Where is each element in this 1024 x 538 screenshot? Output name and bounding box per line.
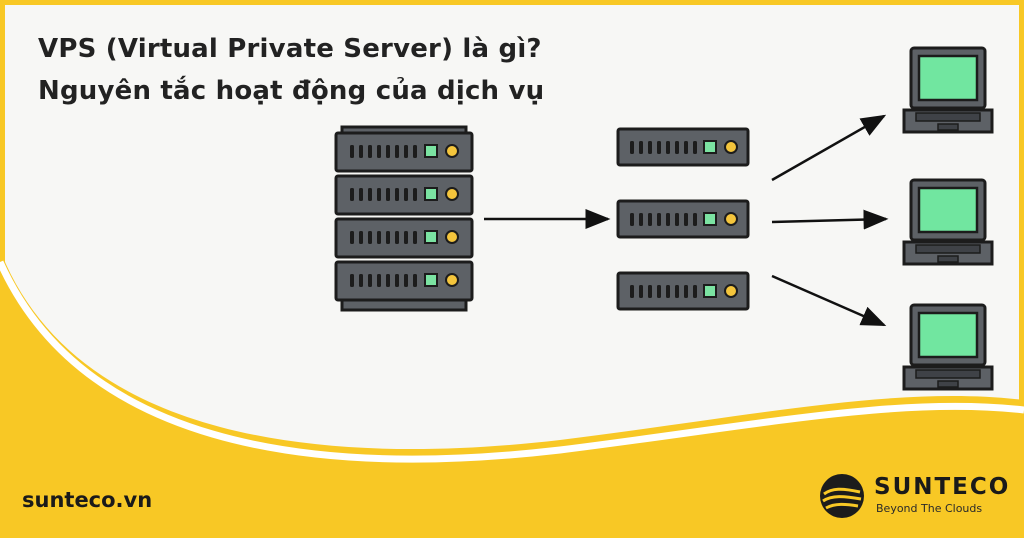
main-server-rack-icon: [334, 125, 474, 312]
title-line-1: VPS (Virtual Private Server) là gì?: [38, 34, 542, 64]
rack-unit-4: [334, 260, 474, 302]
client-laptop-1-icon: [902, 46, 994, 134]
rack-unit-3: [334, 217, 474, 259]
client-laptop-2-icon: [902, 178, 994, 266]
rack-unit-2: [334, 174, 474, 216]
brand-tagline: Beyond The Clouds: [876, 502, 983, 515]
client-laptop-3-icon: [902, 303, 994, 391]
sunteco-logo-icon: [820, 474, 864, 518]
title-line-2: Nguyên tắc hoạt động của dịch vụ: [38, 76, 545, 106]
sunteco-brand: SUNTECO Beyond The Clouds: [818, 470, 1008, 524]
website-label: sunteco.vn: [22, 488, 153, 512]
brand-name: SUNTECO: [874, 474, 1011, 500]
yellow-wave: [0, 250, 1024, 538]
rack-unit-1: [334, 131, 474, 173]
arrow-to-client-3: [771, 274, 887, 327]
vps-unit-3-icon: [616, 271, 750, 311]
arrow-to-client-1: [771, 114, 887, 182]
vps-unit-1-icon: [616, 127, 750, 167]
vps-unit-2-icon: [616, 199, 750, 239]
arrow-to-client-2: [771, 209, 889, 230]
